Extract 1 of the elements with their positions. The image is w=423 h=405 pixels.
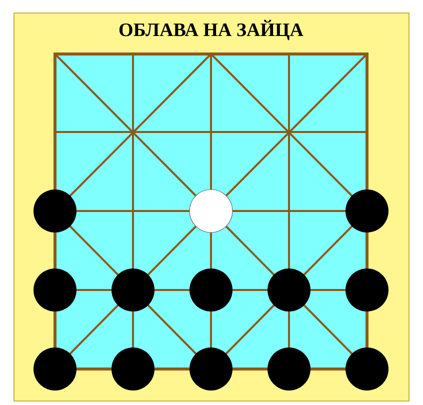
title: ОБЛАВА НА ЗАЙЦА bbox=[119, 20, 304, 40]
